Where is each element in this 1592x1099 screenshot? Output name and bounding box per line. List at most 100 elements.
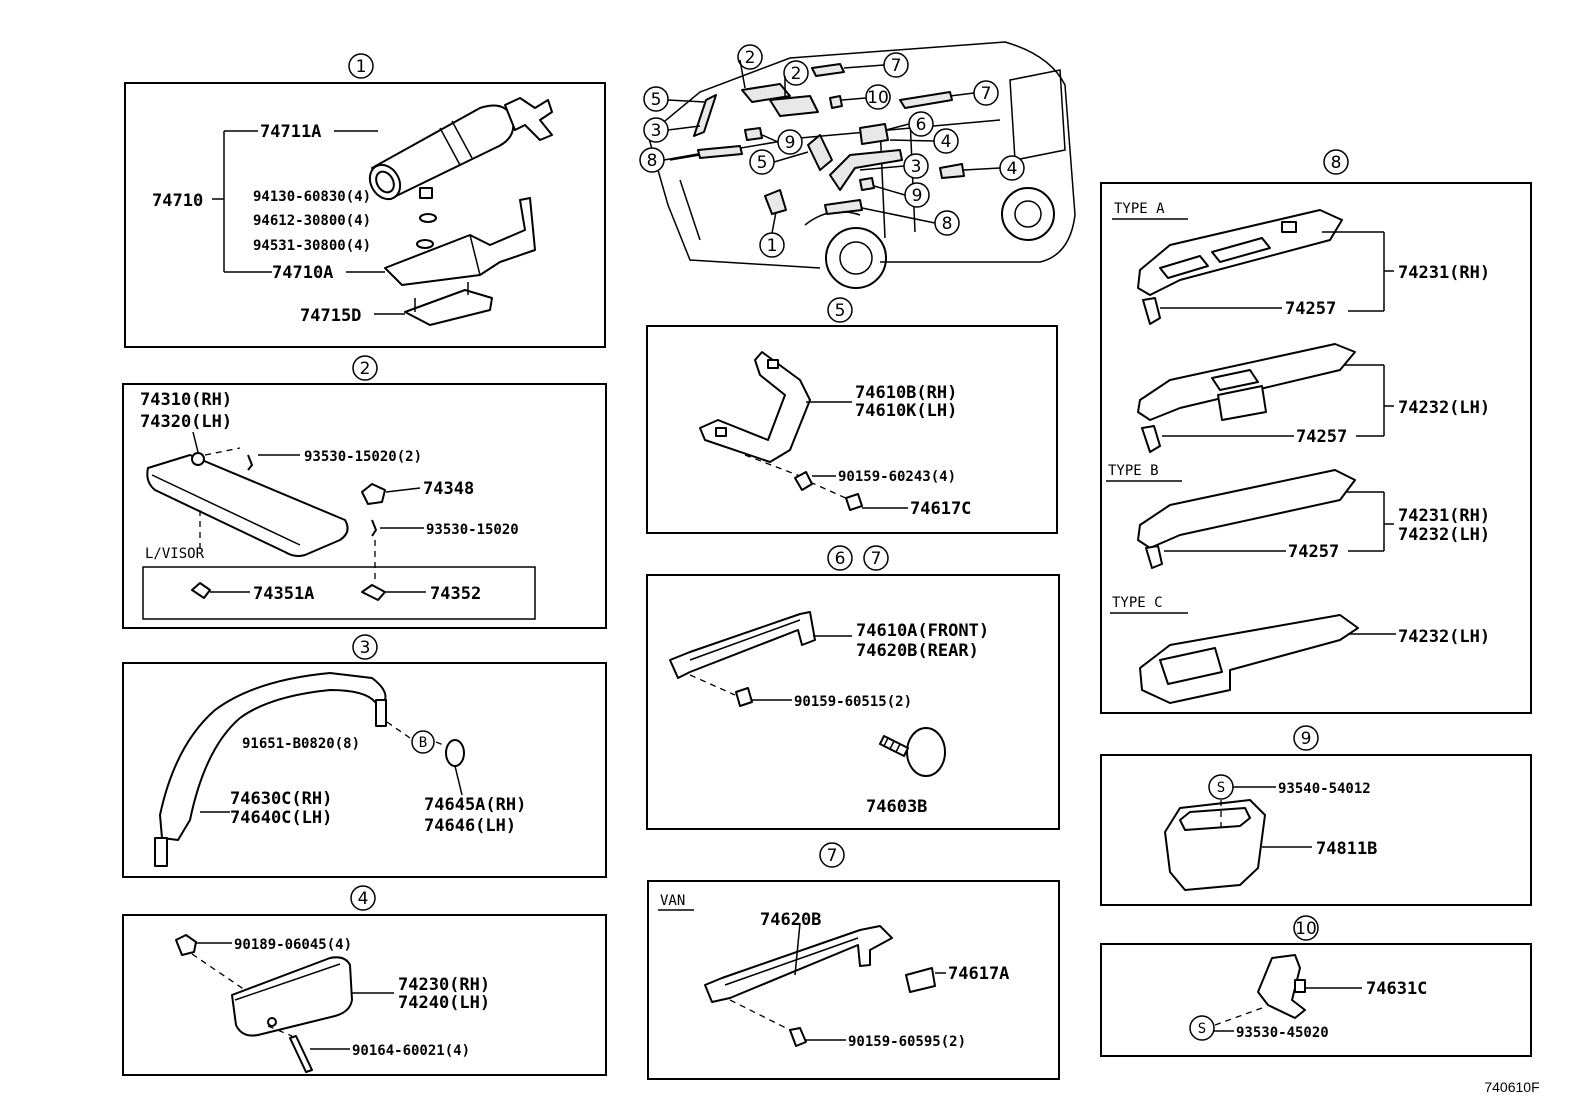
callout: 6	[916, 115, 927, 135]
section-5-box	[646, 325, 1058, 534]
section-marker-2: 2	[360, 359, 371, 379]
section-7: 7 VAN 74620B 74617A 90159-60595(2)	[647, 842, 1060, 1080]
part-label: 93540-54012	[1278, 781, 1371, 797]
part-label: 74348	[423, 479, 474, 499]
section-marker-4: 4	[358, 889, 369, 909]
part-label: 90164-60021(4)	[352, 1043, 470, 1059]
section-10: 10 S 74631C 93530-45020	[1100, 915, 1532, 1057]
door-pocket-part	[1164, 799, 1266, 891]
armrest-part	[231, 956, 353, 1037]
part-label: 74640C(LH)	[230, 808, 332, 828]
part-label: 74310(RH)	[140, 390, 232, 410]
part-label: 74811B	[1316, 839, 1377, 859]
washer-icon	[416, 239, 434, 249]
switch-panel-part	[1139, 614, 1359, 704]
visor-holder-icon	[191, 452, 205, 466]
section-marker-10: 10	[1295, 919, 1317, 939]
section-2: 2 74310(RH) 74320(LH) 93530-15020(2) 743…	[122, 355, 607, 629]
part-label: 74610A(FRONT)	[856, 621, 989, 641]
b-marker-circle	[411, 730, 435, 754]
section-5: 5 74610B(RH) 74610K(LH) 90159-60243(4) 7…	[646, 297, 1058, 534]
section-marker-6: 6	[835, 549, 846, 569]
clip-icon	[1145, 545, 1163, 569]
section-marker-9-circle	[1293, 725, 1319, 751]
section-4-box	[122, 914, 607, 1076]
switch-panel-part	[1137, 209, 1343, 296]
part-label: 74620B(REAR)	[856, 641, 979, 661]
section-7-box	[647, 880, 1060, 1080]
part-label: 74603B	[866, 797, 927, 817]
fire-extinguisher-part	[368, 97, 553, 201]
mount-plate-part	[404, 282, 493, 326]
section-marker-5: 5	[835, 301, 846, 321]
part-label: 90159-60243(4)	[838, 469, 956, 485]
sun-visor-part	[146, 454, 349, 557]
section-3-box	[122, 662, 607, 878]
section-6-7: 6 7 74610A(FRONT) 74620B(REAR) 90159-605…	[646, 545, 1060, 830]
section-3: 3 B 91651-B0820(8) 74630C(RH) 74640C(LH)…	[122, 634, 607, 878]
callout: 4	[941, 132, 952, 152]
clip-icon	[361, 584, 386, 601]
section-marker-7-circle	[863, 545, 889, 571]
section-8-box	[1100, 182, 1532, 714]
clip-icon	[1142, 297, 1161, 325]
callout: 2	[745, 48, 756, 68]
screw-icon	[371, 519, 377, 537]
section-marker-10-circle	[1293, 915, 1319, 941]
callout: 9	[912, 186, 923, 206]
part-label: 74351A	[253, 584, 314, 604]
section-1-box	[124, 82, 606, 348]
visor-clip-icon	[361, 483, 386, 505]
lvisor-label: L/VISOR	[145, 546, 205, 562]
clip-with-cap-part	[879, 727, 946, 777]
assist-grip-part	[704, 925, 893, 1003]
section-9-box	[1100, 754, 1532, 906]
section-marker-3-circle	[352, 634, 378, 660]
callout: 3	[651, 121, 662, 141]
part-label: 74231(RH)	[1398, 263, 1490, 283]
screw-icon	[789, 1027, 807, 1047]
callout: 8	[647, 151, 658, 171]
part-label: 74710	[152, 191, 203, 211]
callout: 7	[891, 56, 902, 76]
callout: 8	[942, 214, 953, 234]
assist-grip-part	[669, 611, 816, 679]
section-9: 9 S 93540-54012 74811B	[1100, 725, 1532, 906]
screw-icon	[289, 1035, 313, 1073]
part-label: 94531-30800(4)	[253, 238, 371, 254]
part-label: 74711A	[260, 122, 321, 142]
callout: 2	[791, 64, 802, 84]
cap-icon	[845, 493, 863, 511]
bracket-part	[384, 197, 536, 286]
section-8: 8 TYPE A TYPE B TYPE C	[1100, 149, 1532, 714]
part-label: 74352	[430, 584, 481, 604]
callout: 7	[981, 84, 992, 104]
cap-icon	[905, 967, 936, 993]
callout: 9	[785, 133, 796, 153]
screw-icon	[247, 454, 253, 471]
type-c-label: TYPE C	[1112, 595, 1163, 611]
part-label: 74232(LH)	[1398, 525, 1490, 545]
assist-grip-part	[699, 351, 811, 463]
overview-callouts: 2 2 5 3 8 5 9 1 7 10 7 6 4 3 4 9 8	[639, 44, 1025, 258]
section-4: 4 90189-06045(4) 74230(RH) 74240(LH) 901…	[122, 885, 607, 1076]
part-label: 74230(RH)	[398, 975, 490, 995]
section-marker-7b: 7	[827, 846, 838, 866]
washer-icon	[419, 213, 437, 223]
part-label: 94130-60830(4)	[253, 189, 371, 205]
callout: 10	[867, 88, 889, 108]
part-label: 74257	[1285, 299, 1336, 319]
vehicle-overview	[647, 41, 1076, 289]
part-label: 93530-45020	[1236, 1025, 1329, 1041]
van-label: VAN	[660, 893, 685, 909]
section-marker-8-circle	[1323, 149, 1349, 175]
section-marker-2-circle	[352, 355, 378, 381]
clip-icon	[1141, 425, 1161, 453]
part-label: 74232(LH)	[1398, 627, 1490, 647]
part-label: 74231(RH)	[1398, 506, 1490, 526]
section-marker-5-circle	[827, 297, 853, 323]
assist-grip-long-part	[154, 672, 387, 867]
part-label: 74257	[1288, 542, 1339, 562]
part-label: 74617A	[948, 964, 1009, 984]
